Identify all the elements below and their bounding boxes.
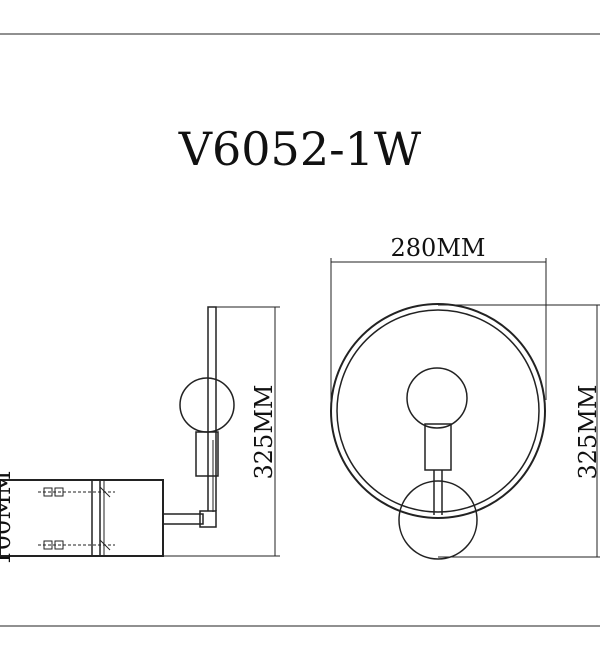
screw-lower — [38, 539, 115, 551]
front-bulb — [406, 367, 468, 429]
screw-upper — [38, 486, 115, 498]
side-stem — [207, 306, 217, 511]
side-view: 325MM 100MM — [0, 306, 280, 566]
front-view: 280MM 325MM — [330, 234, 600, 560]
front-wall-base — [398, 480, 478, 560]
mounting-plate — [91, 479, 101, 557]
front-width-label: 280MM — [391, 234, 486, 262]
front-height-label: 325MM — [574, 385, 600, 480]
side-socket — [195, 431, 219, 477]
side-height-label: 325MM — [250, 385, 278, 480]
front-ring-outer — [330, 303, 546, 519]
model-title: V6052-1W — [178, 122, 422, 176]
base-height-label: 100MM — [0, 471, 16, 566]
front-socket — [424, 423, 452, 471]
side-arm — [163, 513, 204, 525]
wall-base-box — [0, 479, 164, 557]
front-ring-inner — [336, 309, 540, 513]
side-bulb — [179, 377, 235, 433]
